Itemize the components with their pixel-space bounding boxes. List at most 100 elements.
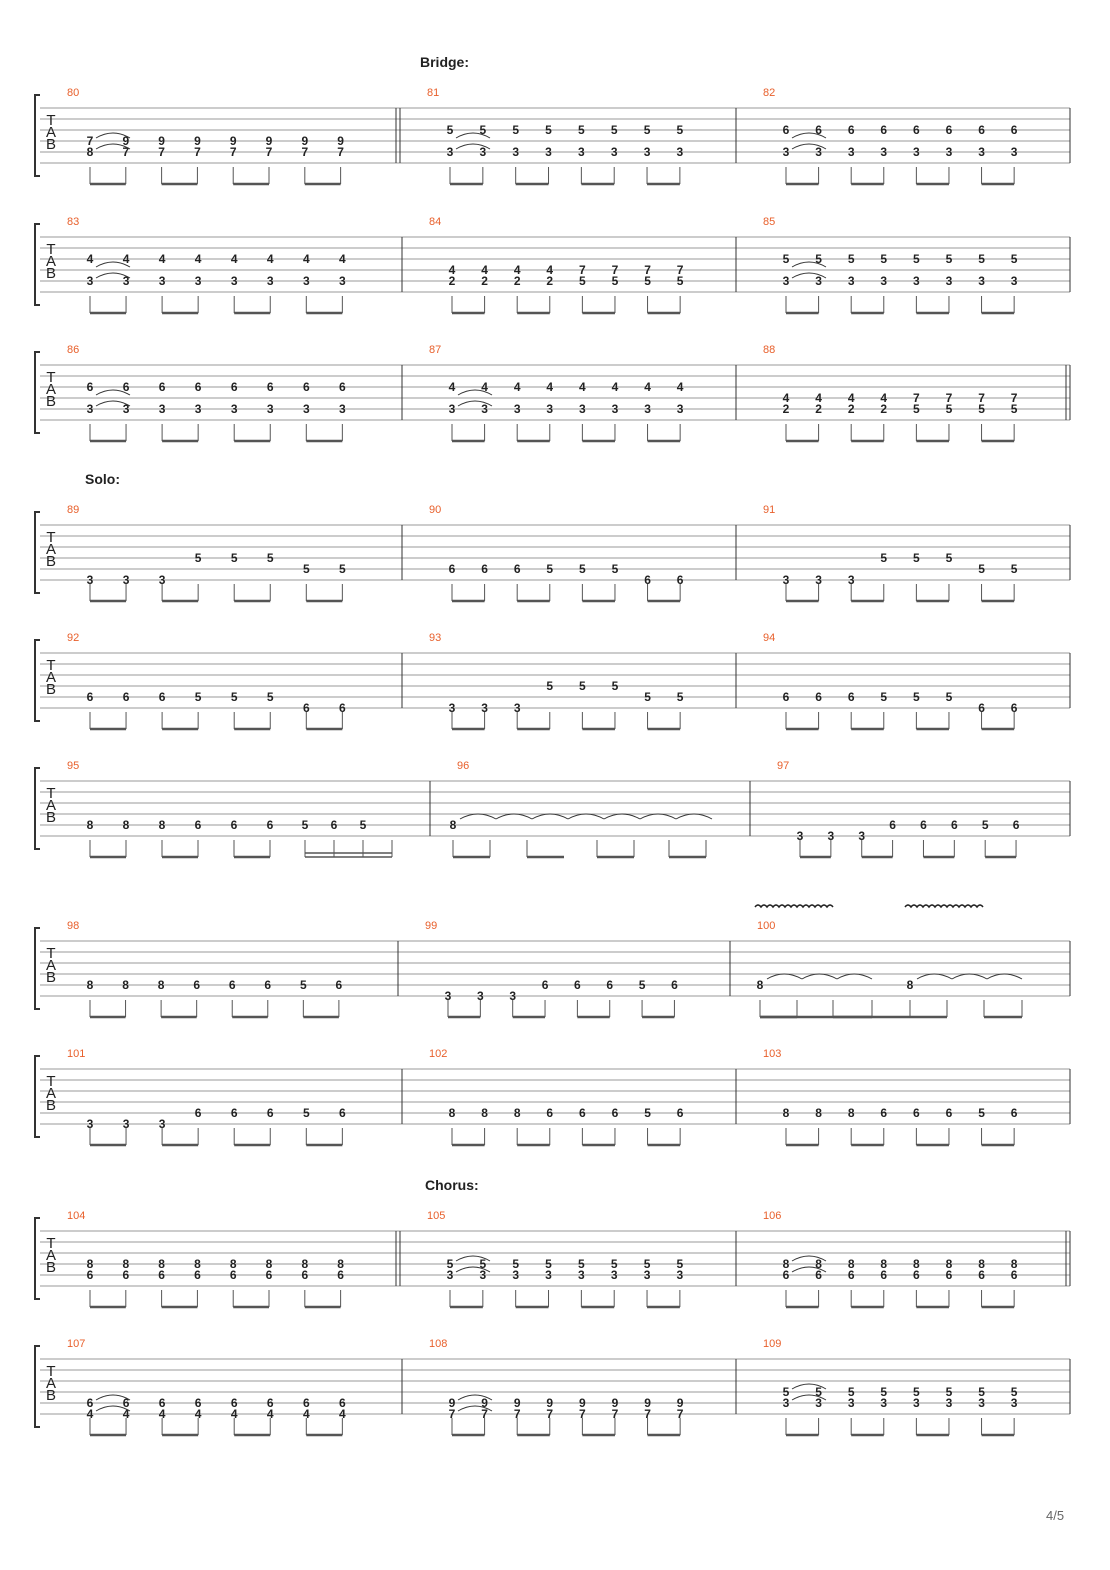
fret-number: 8 — [880, 1257, 887, 1271]
fret-number: 5 — [783, 252, 790, 266]
fret-number: 5 — [578, 1257, 585, 1271]
fret-number: 4 — [195, 1407, 202, 1421]
fret-number: 3 — [1011, 1396, 1018, 1410]
fret-number: 9 — [449, 1396, 456, 1410]
fret-number: 3 — [479, 145, 486, 159]
fret-number: 5 — [848, 252, 855, 266]
fret-number: 6 — [339, 1396, 346, 1410]
fret-number: 3 — [123, 402, 130, 416]
fret-number: 5 — [267, 690, 274, 704]
fret-number: 6 — [195, 818, 202, 832]
fret-number: 5 — [982, 818, 989, 832]
fret-number: 6 — [231, 1106, 238, 1120]
fret-number: 5 — [231, 551, 238, 565]
tie-arc — [951, 973, 988, 980]
tab-clef-letter: A — [46, 1375, 56, 1392]
fret-number: 6 — [1011, 123, 1018, 137]
fret-number: 4 — [267, 1407, 274, 1421]
fret-number: 6 — [339, 701, 346, 715]
fret-number: 5 — [677, 274, 684, 288]
fret-number: 5 — [546, 562, 553, 576]
fret-number: 5 — [677, 123, 684, 137]
fret-number: 6 — [579, 1106, 586, 1120]
fret-number: 6 — [546, 1106, 553, 1120]
tab-clef-letter: A — [46, 1085, 56, 1102]
fret-number: 3 — [880, 1396, 887, 1410]
tie-arc — [836, 973, 873, 980]
fret-number: 6 — [159, 380, 166, 394]
fret-number: 3 — [946, 274, 953, 288]
fret-number: 7 — [301, 145, 308, 159]
fret-number: 6 — [783, 690, 790, 704]
fret-number: 5 — [447, 1257, 454, 1271]
fret-number: 7 — [87, 134, 94, 148]
fret-number: 4 — [880, 391, 887, 405]
fret-number: 6 — [951, 818, 958, 832]
fret-number: 5 — [644, 690, 651, 704]
fret-number: 6 — [122, 1268, 129, 1282]
fret-number: 5 — [677, 690, 684, 704]
tab-clef-letter: A — [46, 124, 56, 141]
fret-number: 7 — [158, 145, 165, 159]
fret-number: 3 — [479, 1268, 486, 1282]
tab-clef-letter: A — [46, 381, 56, 398]
fret-number: 5 — [512, 123, 519, 137]
fret-number: 7 — [946, 391, 953, 405]
fret-number: 5 — [644, 1106, 651, 1120]
fret-number: 9 — [301, 134, 308, 148]
fret-number: 7 — [1011, 391, 1018, 405]
bar-number: 85 — [763, 216, 775, 228]
fret-number: 3 — [848, 145, 855, 159]
fret-number: 5 — [644, 1257, 651, 1271]
fret-number: 5 — [783, 1385, 790, 1399]
fret-number: 5 — [1011, 1385, 1018, 1399]
fret-number: 6 — [195, 1396, 202, 1410]
fret-number: 6 — [978, 701, 985, 715]
tie-arc — [791, 143, 827, 150]
tab-clef-letter: A — [46, 1247, 56, 1264]
fret-number: 5 — [946, 402, 953, 416]
bar-number: 105 — [427, 1210, 445, 1222]
fret-number: 6 — [677, 1106, 684, 1120]
fret-number: 3 — [783, 145, 790, 159]
fret-number: 8 — [123, 818, 130, 832]
fret-number: 7 — [449, 1407, 456, 1421]
fret-number: 6 — [671, 978, 678, 992]
tie-arc — [791, 272, 827, 279]
fret-number: 4 — [514, 380, 521, 394]
tab-clef-letter: B — [46, 1097, 56, 1114]
system-bracket — [34, 1345, 40, 1428]
fret-number: 6 — [481, 562, 488, 576]
fret-number: 5 — [579, 562, 586, 576]
fret-number: 7 — [579, 1407, 586, 1421]
tie-arc — [791, 1266, 827, 1273]
fret-number: 5 — [479, 1257, 486, 1271]
tab-clef-letter: T — [46, 657, 55, 674]
fret-number: 8 — [266, 1257, 273, 1271]
system-bracket — [34, 1055, 40, 1138]
fret-number: 3 — [231, 402, 238, 416]
bar-number: 102 — [429, 1048, 447, 1060]
fret-number: 6 — [123, 690, 130, 704]
fret-number: 6 — [542, 978, 549, 992]
fret-number: 8 — [158, 978, 165, 992]
fret-number: 5 — [815, 1385, 822, 1399]
bar-number: 101 — [67, 1048, 85, 1060]
fret-number: 7 — [644, 1407, 651, 1421]
fret-number: 6 — [303, 1396, 310, 1410]
fret-number: 5 — [612, 679, 619, 693]
fret-number: 9 — [481, 1396, 488, 1410]
fret-number: 6 — [913, 123, 920, 137]
bar-number: 94 — [763, 632, 775, 644]
fret-number: 8 — [87, 145, 94, 159]
fret-number: 5 — [545, 123, 552, 137]
fret-number: 8 — [87, 818, 94, 832]
fret-number: 6 — [266, 1268, 273, 1282]
fret-number: 9 — [612, 1396, 619, 1410]
fret-number: 6 — [123, 380, 130, 394]
fret-number: 6 — [946, 1268, 953, 1282]
tab-clef-letter: A — [46, 253, 56, 270]
fret-number: 8 — [301, 1257, 308, 1271]
fret-number: 6 — [87, 690, 94, 704]
